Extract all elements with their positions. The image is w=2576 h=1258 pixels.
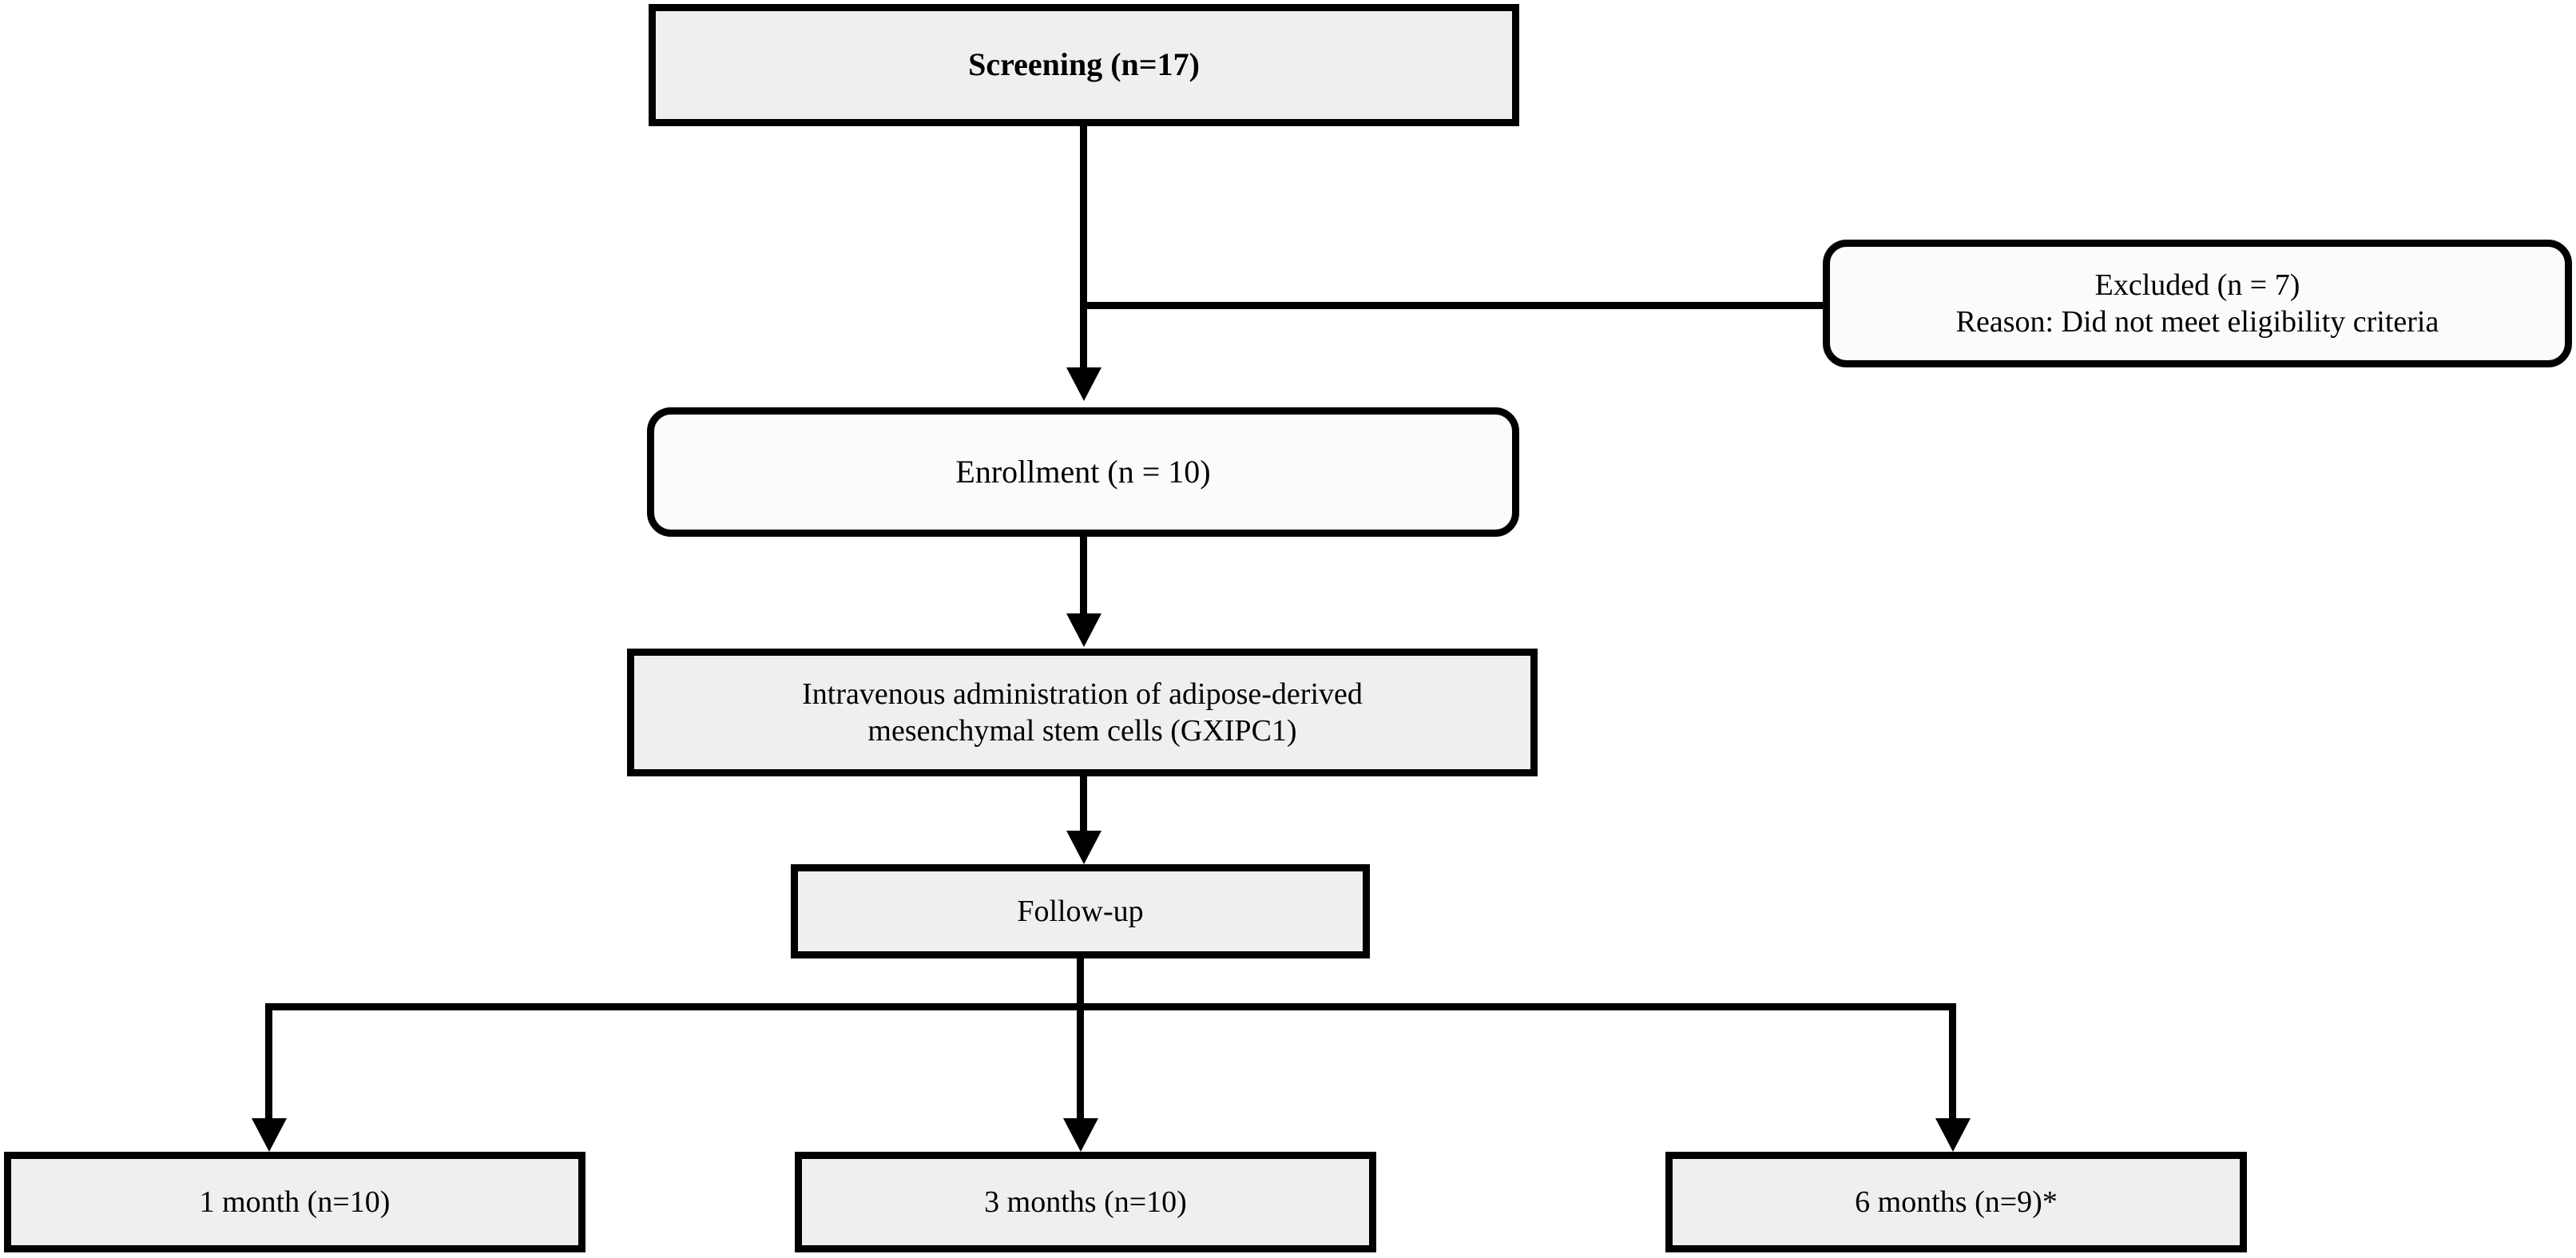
edge-followup-to-month3-arrow [1063,1118,1098,1152]
node-month3-label: 3 months (n=10) [984,1185,1187,1219]
edge-enrollment-to-intervention-arrow [1066,613,1101,647]
node-screening: Screening (n=17) [649,4,1519,126]
node-excluded-label: Excluded (n = 7) Reason: Did not meet el… [1955,268,2439,339]
edge-followup-split-stem [1077,958,1084,1008]
node-month3: 3 months (n=10) [795,1152,1376,1252]
node-month6-label: 6 months (n=9)* [1855,1185,2058,1219]
edge-followup-to-month1-line [265,1003,272,1121]
node-followup: Follow-up [791,864,1370,958]
edge-screening-to-enrollment-arrow [1066,367,1101,401]
node-month1-label: 1 month (n=10) [199,1185,391,1219]
edge-followup-to-month6-line [1949,1003,1956,1121]
node-enrollment-label: Enrollment (n = 10) [955,453,1211,490]
edge-screening-to-enrollment-line [1080,126,1087,370]
edge-followup-to-month3-line [1077,1003,1084,1121]
node-followup-label: Follow-up [1017,894,1144,928]
node-enrollment: Enrollment (n = 10) [647,407,1519,537]
node-month1: 1 month (n=10) [4,1152,585,1252]
node-intervention-label: Intravenous administration of adipose-de… [802,677,1363,748]
edge-intervention-to-followup-arrow [1066,831,1101,864]
edge-enrollment-to-intervention-line [1080,537,1087,615]
node-intervention: Intravenous administration of adipose-de… [627,649,1538,776]
edge-followup-to-month6-arrow [1935,1118,1971,1152]
node-excluded: Excluded (n = 7) Reason: Did not meet el… [1823,240,2572,367]
edge-followup-split-bar [265,1003,1956,1010]
node-screening-label: Screening (n=17) [968,46,1200,83]
node-month6: 6 months (n=9)* [1665,1152,2247,1252]
edge-screening-to-excluded-line [1080,302,1823,309]
edge-followup-to-month1-arrow [252,1118,287,1152]
edge-intervention-to-followup-line [1080,776,1087,832]
